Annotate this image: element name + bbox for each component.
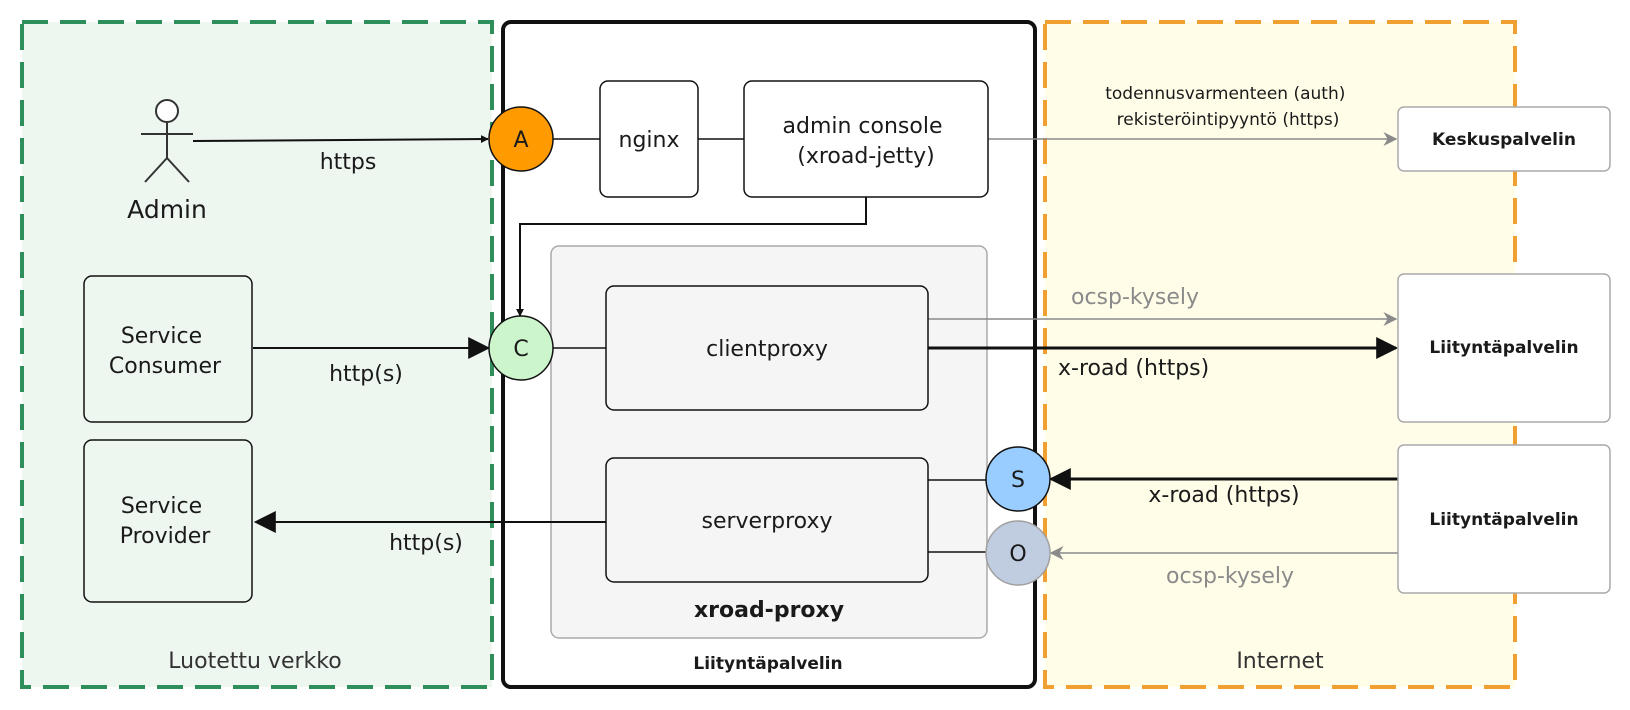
admin-console-line1: admin console (783, 114, 943, 139)
service-consumer-line1: Service (121, 324, 202, 349)
admin-console-box (743, 80, 989, 198)
nginx-box (599, 80, 699, 198)
keskuspalvelin-box (1397, 106, 1611, 172)
consumer-http-label: http(s) (329, 362, 403, 387)
port-c-label: C (513, 337, 528, 362)
admin-console-line2: (xroad-jetty) (797, 144, 935, 169)
trusted-network-label: Luotettu verkko (168, 649, 341, 674)
keskuspalvelin-label: Keskuspalvelin (1432, 130, 1576, 150)
serverproxy-box (605, 457, 929, 583)
service-consumer-box (83, 275, 253, 423)
port-a-label: A (513, 128, 528, 153)
service-provider-box (83, 439, 253, 603)
port-s-circle (985, 446, 1051, 512)
liityntapalvelin-box-1 (1397, 273, 1611, 423)
clientproxy-label: clientproxy (706, 337, 828, 362)
port-c-circle (488, 315, 554, 381)
ocsp-in-label: ocsp-kysely (1166, 564, 1294, 589)
person-icon (141, 99, 193, 183)
ocsp-out-label: ocsp-kysely (1071, 285, 1199, 310)
port-a-circle (488, 106, 554, 172)
port-o-circle (985, 520, 1051, 586)
svg-text:todennusvarmenteen (auth): todennusvarmenteen (auth) rekisteröintip… (1105, 84, 1351, 130)
auth-label-line1: todennusvarmenteen (auth) (1105, 84, 1345, 104)
admin-https-label: https (320, 150, 377, 175)
liityntapalvelin-label-2: Liityntäpalvelin (1429, 510, 1578, 530)
port-o-label: O (1009, 542, 1026, 567)
service-consumer-line2: Consumer (109, 354, 222, 379)
service-provider-line2: Provider (120, 524, 212, 549)
xroad-out-label: x-road (https) (1058, 356, 1209, 381)
internet-label: Internet (1236, 649, 1324, 674)
liityntapalvelin-box-2 (1397, 444, 1611, 594)
liityntapalvelin-label-1: Liityntäpalvelin (1429, 338, 1578, 358)
port-s-label: S (1011, 468, 1025, 493)
svg-text:Service Provider: Service Provider (120, 494, 212, 549)
xroad-in-label: x-road (https) (1148, 483, 1299, 508)
svg-text:Service Consumer: Service Consumer (109, 324, 222, 379)
provider-http-label: http(s) (389, 531, 463, 556)
nginx-label: nginx (619, 128, 680, 153)
admin-https-arrow (192, 135, 489, 144)
security-server-label: Liityntäpalvelin (693, 654, 842, 674)
serverproxy-label: serverproxy (702, 509, 833, 534)
clientproxy-box (605, 285, 929, 411)
xroad-proxy-label: xroad-proxy (694, 598, 844, 623)
auth-label-line2: rekisteröintipyyntö (https) (1117, 110, 1340, 130)
admin-label: Admin (127, 195, 207, 224)
service-provider-line1: Service (121, 494, 202, 519)
admin-console-to-port-c-arrow (516, 196, 867, 317)
svg-text:admin console (xroad-jetty: admin console (xroad-jetty) (783, 114, 950, 169)
